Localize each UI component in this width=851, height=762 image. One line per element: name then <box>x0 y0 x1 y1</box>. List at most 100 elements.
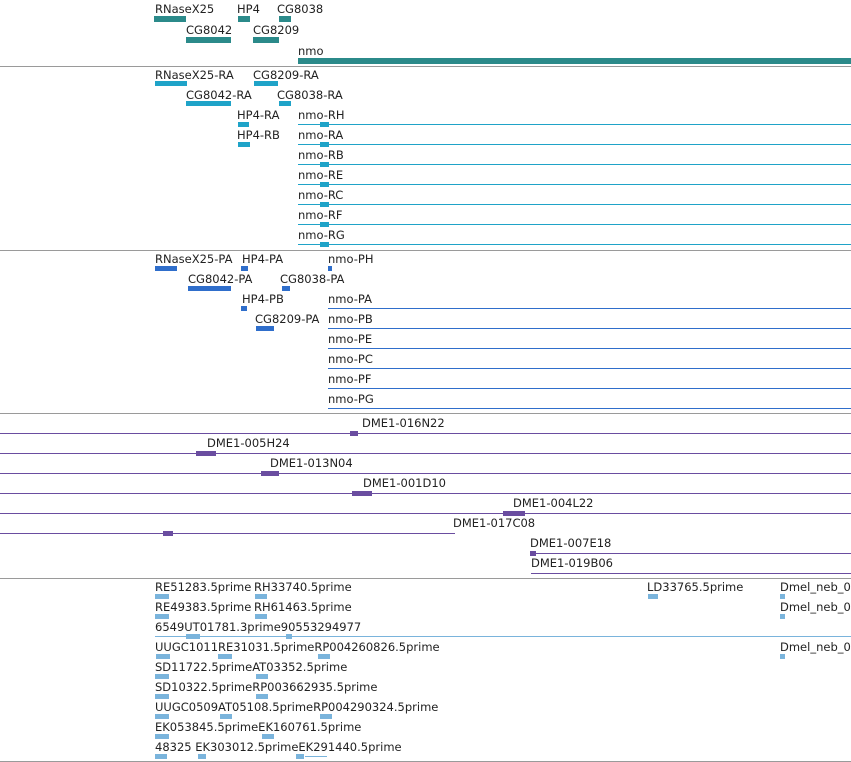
clone-glyph[interactable] <box>0 433 851 434</box>
est-glyph[interactable] <box>255 614 267 619</box>
est-block <box>256 674 268 679</box>
protein-glyph[interactable] <box>328 348 851 349</box>
exon-block <box>320 222 329 227</box>
feature-label: nmo-RH <box>298 108 345 122</box>
est-glyph[interactable] <box>155 594 169 599</box>
track-separator <box>0 578 851 579</box>
feature-label: nmo-PA <box>328 292 372 306</box>
feature-label: DME1-001D10 <box>363 476 446 490</box>
clone-glyph[interactable] <box>0 453 851 454</box>
feature-label: RH61463.5prime <box>254 600 352 614</box>
transcript-glyph[interactable] <box>155 81 187 86</box>
feature-label: nmo-RF <box>298 208 343 222</box>
feature-label: UUGC0509AT05108.5primeRP004290324.5prime <box>155 700 439 714</box>
est-block <box>186 634 200 639</box>
transcript-glyph[interactable] <box>298 164 851 165</box>
est-block <box>318 654 330 659</box>
protein-glyph[interactable] <box>282 286 290 291</box>
protein-glyph[interactable] <box>328 308 851 309</box>
est-glyph[interactable] <box>155 636 851 637</box>
exon-block <box>320 122 329 127</box>
transcript-glyph[interactable] <box>298 144 851 145</box>
gene-glyph[interactable] <box>186 37 231 43</box>
transcript-glyph[interactable] <box>298 224 851 225</box>
transcript-glyph[interactable] <box>238 122 249 127</box>
clone-block <box>163 531 173 536</box>
exon-block <box>320 182 329 187</box>
protein-glyph[interactable] <box>328 368 851 369</box>
protein-glyph[interactable] <box>328 266 332 271</box>
gene-glyph[interactable] <box>253 37 279 43</box>
transcript-glyph[interactable] <box>186 101 231 106</box>
clone-glyph[interactable] <box>531 573 851 574</box>
protein-glyph[interactable] <box>188 286 231 291</box>
est-glyph[interactable] <box>155 694 169 699</box>
track-separator <box>0 413 851 414</box>
est-glyph[interactable] <box>648 594 658 599</box>
feature-label: RE51283.5prime <box>155 580 252 594</box>
est-glyph[interactable] <box>780 594 785 599</box>
feature-label: Dmel_neb_0 <box>780 600 851 614</box>
feature-label: CG8209-PA <box>255 312 320 326</box>
transcript-glyph[interactable] <box>298 184 851 185</box>
clone-glyph[interactable] <box>0 493 851 494</box>
feature-label: RNaseX25 <box>155 2 215 16</box>
est-glyph[interactable] <box>255 594 267 599</box>
est-glyph[interactable] <box>780 654 785 659</box>
gene-glyph[interactable] <box>279 16 291 22</box>
feature-label: DME1-007E18 <box>530 536 612 550</box>
feature-label: DME1-017C08 <box>453 516 536 530</box>
transcript-glyph[interactable] <box>254 81 278 86</box>
est-glyph[interactable] <box>780 614 785 619</box>
feature-label: HP4-RB <box>237 128 280 142</box>
transcript-glyph[interactable] <box>298 204 851 205</box>
clone-block <box>530 551 536 556</box>
transcript-glyph[interactable] <box>298 244 851 245</box>
est-glyph[interactable] <box>155 754 167 759</box>
feature-label: RE49383.5prime <box>155 600 252 614</box>
protein-glyph[interactable] <box>241 306 247 311</box>
feature-label: 6549UT01781.3prime90553294977 <box>155 620 362 634</box>
est-glyph[interactable] <box>305 756 327 757</box>
protein-glyph[interactable] <box>328 388 851 389</box>
protein-glyph[interactable] <box>328 328 851 329</box>
clone-block <box>350 431 358 436</box>
est-glyph[interactable] <box>156 654 170 659</box>
feature-label: nmo-PF <box>328 372 372 386</box>
feature-label: CG8042-RA <box>186 88 252 102</box>
clone-glyph[interactable] <box>0 513 851 514</box>
exon-block <box>320 202 329 207</box>
clone-glyph[interactable] <box>530 553 851 554</box>
protein-glyph[interactable] <box>328 408 851 409</box>
feature-label: HP4-PA <box>242 252 284 266</box>
feature-label: nmo-RB <box>298 148 344 162</box>
feature-label: SD10322.5primeRP003662935.5prime <box>155 680 378 694</box>
feature-label: RH33740.5prime <box>254 580 352 594</box>
feature-label: EK053845.5primeEK160761.5prime <box>155 720 362 734</box>
transcript-glyph[interactable] <box>298 124 851 125</box>
feature-label: CG8038-PA <box>280 272 345 286</box>
est-block <box>320 714 332 719</box>
transcript-glyph[interactable] <box>238 142 250 147</box>
feature-label: DME1-016N22 <box>362 416 445 430</box>
est-glyph[interactable] <box>155 674 169 679</box>
transcript-glyph[interactable] <box>279 101 291 106</box>
feature-label: nmo-RG <box>298 228 345 242</box>
protein-glyph[interactable] <box>241 266 248 271</box>
est-glyph[interactable] <box>155 614 169 619</box>
clone-glyph[interactable] <box>0 533 455 534</box>
track-separator <box>0 250 851 251</box>
gene-glyph[interactable] <box>238 16 250 22</box>
gene-glyph[interactable] <box>298 58 851 64</box>
gene-glyph[interactable] <box>154 16 186 22</box>
feature-label: HP4 <box>237 2 260 16</box>
feature-label: nmo-RC <box>298 188 344 202</box>
clone-glyph[interactable] <box>0 473 851 474</box>
feature-label: LD33765.5prime <box>647 580 744 594</box>
protein-glyph[interactable] <box>256 326 274 331</box>
feature-label: nmo-PE <box>328 332 373 346</box>
feature-label: RNaseX25-PA <box>155 252 233 266</box>
protein-glyph[interactable] <box>155 266 177 271</box>
est-glyph[interactable] <box>155 714 169 719</box>
est-glyph[interactable] <box>155 734 169 739</box>
